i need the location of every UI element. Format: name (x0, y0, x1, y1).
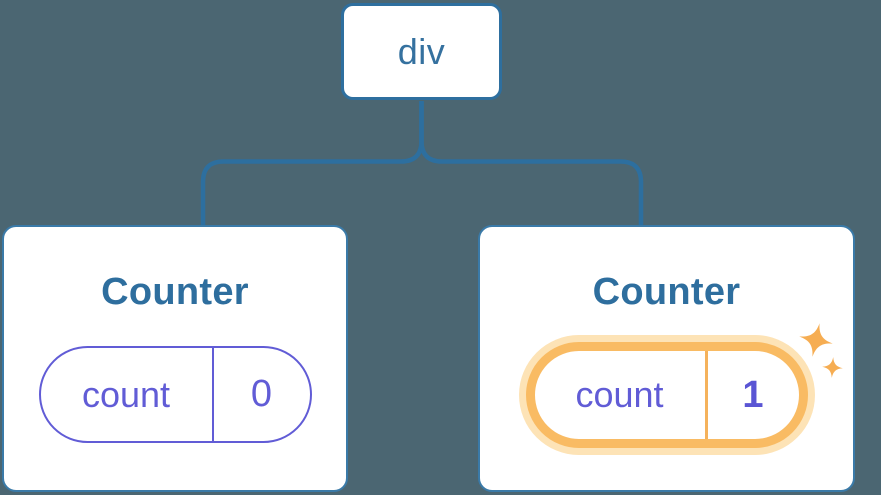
pill-divider (211, 348, 214, 441)
counter-title: Counter (592, 271, 741, 313)
state-key-label: count (81, 373, 171, 415)
sparkle-icon-small (822, 357, 843, 378)
state-pill-highlighted: count 1 (525, 342, 808, 448)
pill-divider (704, 351, 708, 439)
tree-connector-right (419, 101, 644, 226)
root-node-div: div (341, 3, 502, 100)
counter-card-left: Counter count 0 (2, 225, 348, 492)
counter-card-right: Counter count 1 (478, 225, 855, 492)
tree-connector-left (200, 101, 424, 226)
state-value: 1 (742, 373, 764, 416)
sparkle-icon-large (799, 323, 833, 357)
state-key-label: count (575, 374, 664, 415)
state-value: 0 (250, 373, 273, 415)
state-pill-plain: count 0 (38, 346, 312, 443)
root-node-label: div (397, 30, 446, 72)
counter-title: Counter (101, 271, 249, 313)
